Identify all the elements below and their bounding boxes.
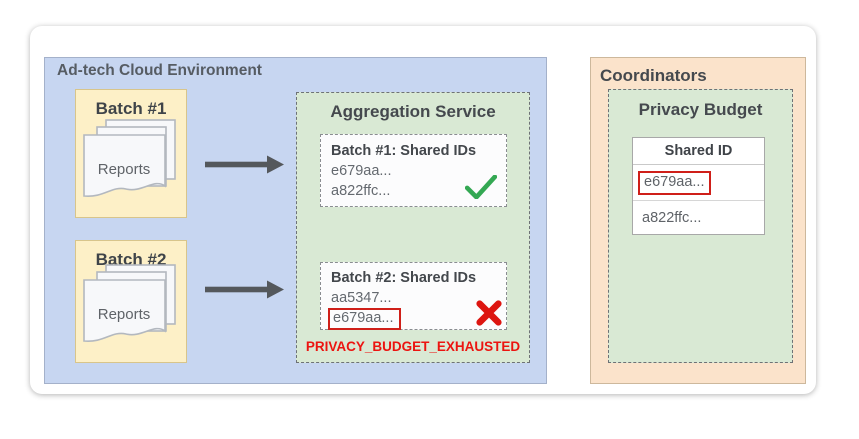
adtech-cloud-environment-box: Ad-tech Cloud Environment Batch #1 Repor… bbox=[44, 57, 547, 384]
batch1-result-box: Batch #1: Shared IDs e679aa... a822ffc..… bbox=[320, 134, 507, 207]
coordinators-label: Coordinators bbox=[600, 66, 707, 85]
batch1-reports-label: Reports bbox=[98, 161, 151, 178]
batch1-title: Batch #1 bbox=[95, 99, 167, 118]
adtech-environment-label: Ad-tech Cloud Environment bbox=[57, 62, 262, 79]
cross-icon bbox=[476, 300, 502, 326]
shared-id-value: e679aa... bbox=[331, 163, 392, 179]
batch2-box: Batch #2 Reports bbox=[75, 240, 187, 363]
table-row: a822ffc... bbox=[633, 200, 764, 234]
batch2-result-box: Batch #2: Shared IDs aa5347... e679aa... bbox=[320, 262, 507, 330]
batch1-box: Batch #1 Reports bbox=[75, 89, 187, 218]
shared-id-table-header: Shared ID bbox=[633, 138, 764, 165]
reports-stack-icon: Reports bbox=[83, 264, 176, 342]
shared-id-value: aa5347... bbox=[331, 290, 392, 306]
exhausted-id-highlight: e679aa... bbox=[638, 170, 712, 195]
privacy-budget-box: Privacy Budget Shared ID e679aa... a822f… bbox=[608, 89, 793, 363]
table-row: e679aa... bbox=[633, 165, 764, 200]
reports-stack-icon: Reports bbox=[83, 119, 176, 197]
exhausted-id-highlight: e679aa... bbox=[328, 308, 402, 330]
arrow-batch1-to-aggregation-icon bbox=[205, 155, 284, 174]
diagram-card: Ad-tech Cloud Environment Batch #1 Repor… bbox=[30, 26, 816, 394]
batch2-reports-label: Reports bbox=[98, 306, 151, 323]
privacy-budget-exhausted-label: PRIVACY_BUDGET_EXHAUSTED bbox=[305, 339, 521, 354]
arrow-batch2-to-aggregation-icon bbox=[205, 280, 284, 299]
aggregation-service-title: Aggregation Service bbox=[330, 102, 496, 121]
batch2-result-title: Batch #2: Shared IDs bbox=[331, 270, 477, 286]
coordinators-box: Coordinators Privacy Budget Shared ID e6… bbox=[590, 57, 806, 384]
batch1-result-title: Batch #1: Shared IDs bbox=[331, 143, 477, 159]
aggregation-service-box: Aggregation Service Batch #1: Shared IDs… bbox=[296, 92, 530, 363]
check-icon bbox=[465, 175, 497, 199]
privacy-budget-title: Privacy Budget bbox=[638, 100, 763, 119]
shared-id-table: Shared ID e679aa... a822ffc... bbox=[632, 137, 765, 235]
shared-id-value: a822ffc... bbox=[331, 183, 391, 199]
